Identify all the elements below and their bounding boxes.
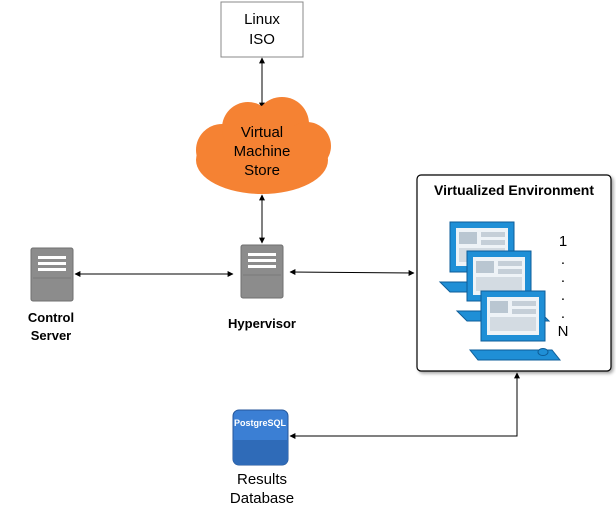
- hypervisor-node: Hypervisor: [228, 244, 296, 331]
- instance-dot: .: [561, 251, 565, 268]
- instance-index-first: 1: [559, 233, 567, 250]
- vm-store-label-line2: Machine: [234, 143, 291, 160]
- control-server-label-line1: Control: [28, 310, 74, 325]
- database-label-line1: Results: [237, 471, 287, 488]
- linux-iso-label-line2: ISO: [249, 31, 275, 48]
- connector-database-environment: [289, 372, 520, 439]
- server-icon: [30, 247, 74, 302]
- linux-iso-box: [220, 1, 304, 58]
- control-server-label-line2: Server: [31, 328, 71, 343]
- workstation-icon: [468, 290, 562, 361]
- vm-store-node: Virtual Machine Store: [196, 97, 331, 194]
- instance-dot: .: [561, 269, 565, 286]
- connector-hypervisor-environment: [289, 269, 415, 276]
- database-label-line2: Database: [230, 490, 294, 507]
- linux-iso-node: Linux ISO: [220, 1, 304, 58]
- linux-iso-label-line1: Linux: [244, 11, 280, 28]
- workstation-stack: [438, 221, 562, 361]
- virtualized-environment-node: Virtualized Environment: [416, 174, 612, 372]
- instance-dot: .: [561, 305, 565, 322]
- vm-store-label-line3: Store: [244, 162, 280, 179]
- instance-dot: .: [561, 287, 565, 304]
- vm-store-label-line1: Virtual: [241, 124, 283, 141]
- results-database-node: PostgreSQL Results Database: [230, 409, 294, 507]
- hypervisor-label: Hypervisor: [228, 316, 296, 331]
- postgresql-database-icon: [232, 409, 289, 466]
- cloud-icon: [196, 97, 331, 194]
- instance-index-last: N: [558, 323, 569, 340]
- server-icon: [240, 244, 284, 299]
- control-server-node: Control Server: [28, 247, 74, 343]
- environment-title: Virtualized Environment: [434, 182, 594, 198]
- connectors: [74, 57, 520, 439]
- database-badge: PostgreSQL: [234, 418, 287, 428]
